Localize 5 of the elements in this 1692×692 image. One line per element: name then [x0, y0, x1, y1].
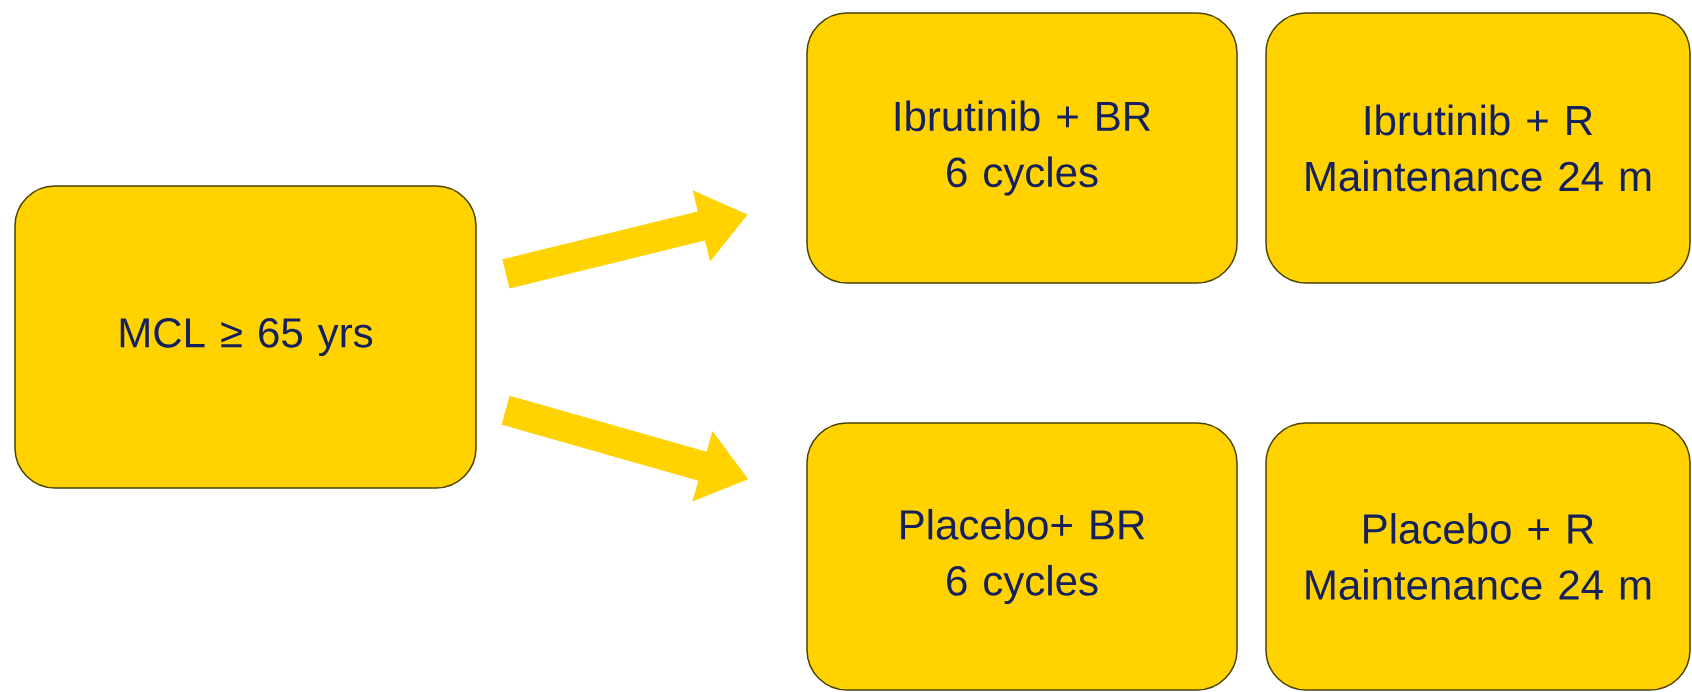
- process-box: MCL ≥ 65 yrs: [14, 185, 477, 489]
- process-box: Ibrutinib + BR 6 cycles: [806, 12, 1238, 284]
- process-box: Placebo+ BR 6 cycles: [806, 422, 1238, 691]
- process-box: Placebo + R Maintenance 24 m: [1265, 422, 1691, 691]
- process-box: Ibrutinib + R Maintenance 24 m: [1265, 12, 1691, 284]
